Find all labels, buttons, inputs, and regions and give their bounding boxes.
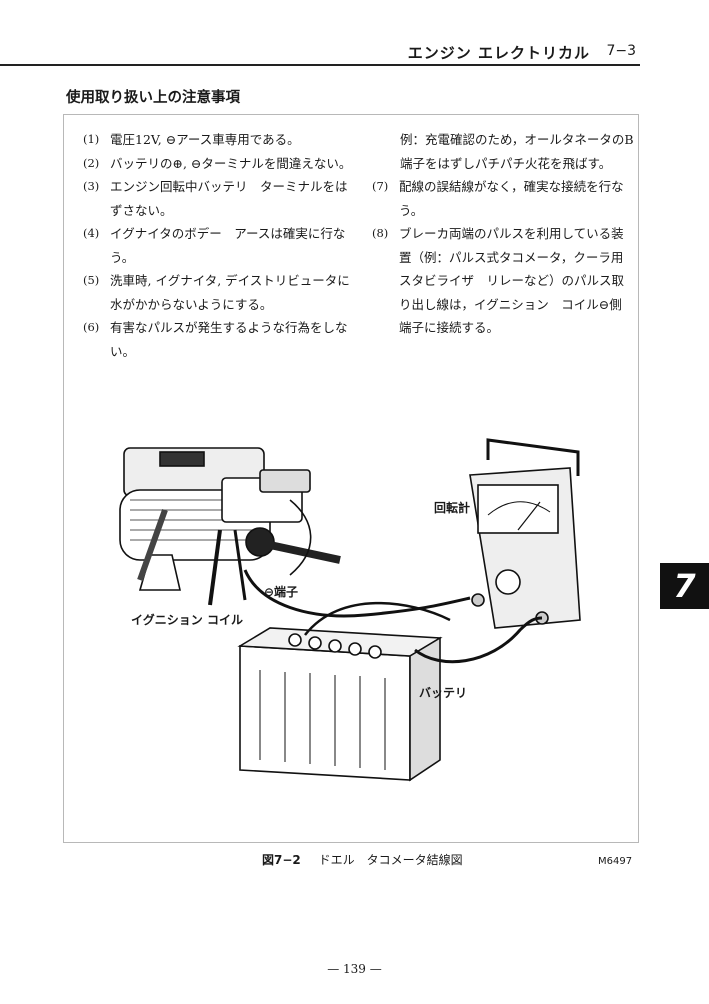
figure-code: M6497 [598, 856, 633, 867]
item-number: (3) [83, 179, 100, 193]
item-number: (1) [83, 132, 100, 146]
item-text: ブレーカ両端のパルスを利用している装置（例：パルス式タコメータ，クーラ用スタビラ… [399, 226, 625, 335]
negative-terminal-label: ⊖端子 [264, 585, 299, 599]
list-item: (5) 洗車時, イグナイタ, デイストリビュータに水がかからないようにする。 [83, 269, 353, 316]
figure-title: ドエル タコメータ結線図 [318, 853, 463, 867]
wiring-diagram [119, 438, 581, 782]
item-text: 有害なパルスが発生するような行為をしない。 [110, 320, 348, 359]
item-number: (4) [83, 226, 100, 240]
chapter-tab: 7 [660, 563, 709, 609]
tachometer-illustration [469, 438, 581, 629]
item-text: 電圧12V, ⊖アース車専用である。 [110, 132, 300, 147]
battery-illustration [237, 627, 443, 782]
item-number: (2) [83, 155, 100, 170]
list-item: (3) エンジン回転中バッテリ ターミナルをはずさない。 [83, 175, 353, 222]
ignition-coil-label: イグニション コイル [131, 613, 243, 627]
list-item: (2) バッテリの⊕, ⊖ターミナルを間違えない。 [83, 152, 353, 176]
section-number: 7−3 [606, 43, 636, 59]
content-frame [63, 114, 639, 843]
chapter-title: エンジン エレクトリカル [407, 44, 590, 62]
item-text: 配線の誤結線がなく，確実な接続を行なう。 [399, 179, 624, 218]
item-number: (7) [372, 179, 389, 193]
page-number: — 139 — [327, 962, 382, 976]
test-leads [243, 569, 543, 664]
item-text: エンジン回転中バッテリ ターミナルをはずさない。 [110, 179, 348, 218]
item-text: イグナイタのボデー アースは確実に行なう。 [110, 226, 346, 265]
list-item: (7) 配線の誤結線がなく，確実な接続を行なう。 [372, 175, 634, 222]
list-item: (1) 電圧12V, ⊖アース車専用である。 [83, 128, 353, 152]
section-heading: 使用取り扱い上の注意事項 [66, 90, 240, 106]
tachometer-label: 回転計 [434, 501, 471, 515]
list-item: (6) 有害なパルスが発生するような行為をしない。 [83, 316, 353, 363]
figure-caption: 図7−2 ドエル タコメータ結線図 [262, 851, 463, 868]
right-column: 例：充電確認のため，オールタネータのB端子をはずしパチパチ火花を飛ばす。 (7)… [372, 128, 634, 340]
ignition-coil-illustration [119, 447, 341, 606]
item-number: (5) [83, 273, 100, 287]
page-header: エンジン エレクトリカル 7−3 [0, 40, 640, 66]
item-number: (6) [83, 320, 100, 334]
left-column: (1) 電圧12V, ⊖アース車専用である。 (2) バッテリの⊕, ⊖ターミナ… [83, 128, 353, 363]
item-text: バッテリの⊕, ⊖ターミナルを間違えない。 [110, 155, 352, 171]
list-item: (8) ブレーカ両端のパルスを利用している装置（例：パルス式タコメータ，クーラ用… [372, 222, 634, 340]
example-note: 例：充電確認のため，オールタネータのB端子をはずしパチパチ火花を飛ばす。 [400, 132, 634, 171]
item-number: (8) [372, 226, 389, 240]
battery-label: バッテリ [419, 686, 468, 700]
item-text: 洗車時, イグナイタ, デイストリビュータに水がかからないようにする。 [110, 273, 350, 312]
list-item: (4) イグナイタのボデー アースは確実に行なう。 [83, 222, 353, 269]
figure-number: 図7−2 [262, 853, 301, 867]
